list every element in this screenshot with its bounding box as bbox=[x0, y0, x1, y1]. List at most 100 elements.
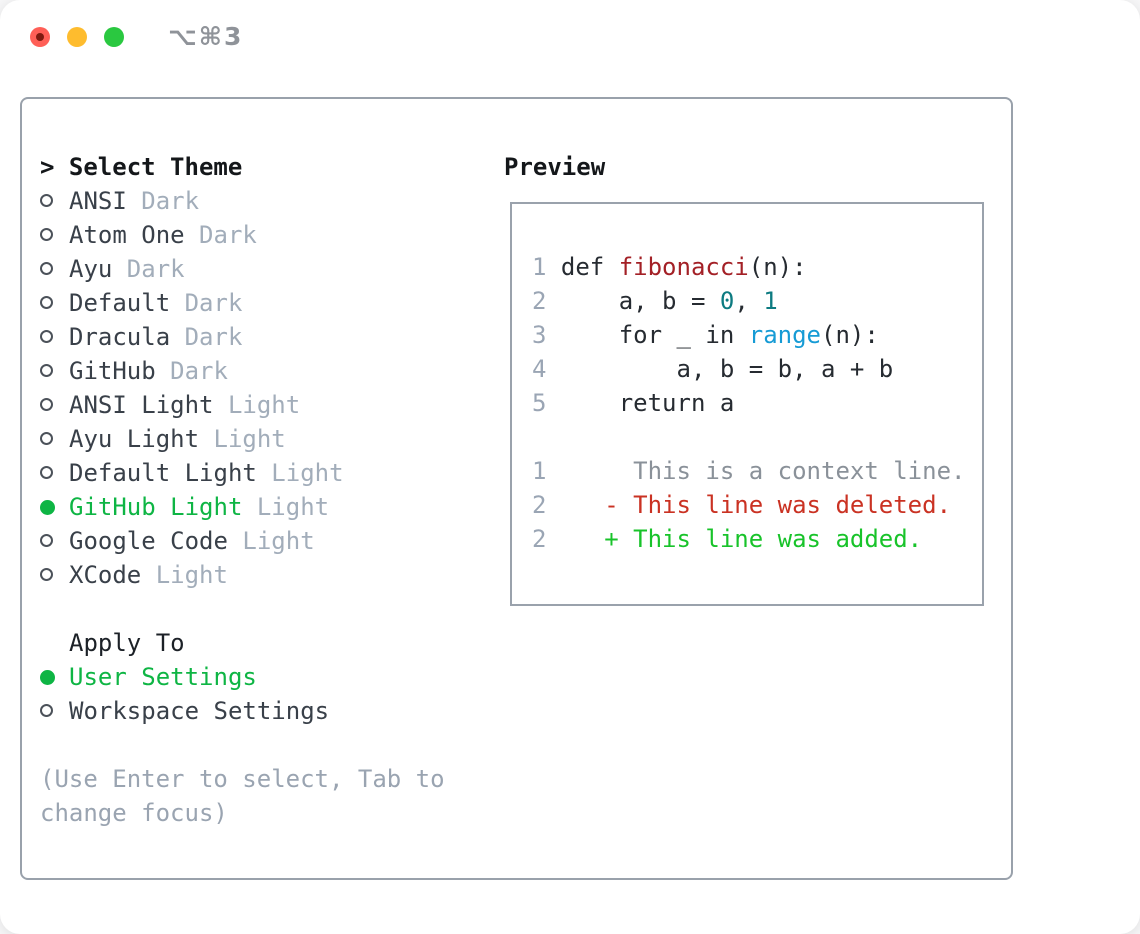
theme-option[interactable]: GitHub Light Light bbox=[40, 490, 344, 524]
titlebar: ⌥⌘3 bbox=[0, 0, 1140, 74]
radio-icon bbox=[40, 286, 69, 320]
option-label: Google Code bbox=[69, 527, 243, 555]
hint-line-1: (Use Enter to select, Tab to bbox=[40, 765, 445, 793]
code-line: 1 def fibonacci(n): bbox=[532, 250, 965, 284]
option-label: Light bbox=[271, 459, 344, 487]
select-theme-header: > Select Theme bbox=[40, 153, 243, 181]
code-segment-ln: 1 bbox=[532, 253, 561, 281]
option-label: Dark bbox=[170, 357, 228, 385]
option-label: ANSI bbox=[69, 187, 142, 215]
code-line: 5 return a bbox=[532, 386, 965, 420]
code-line: 4 a, b = b, a + b bbox=[532, 352, 965, 386]
theme-option[interactable]: Google Code Light bbox=[40, 524, 344, 558]
option-label: GitHub bbox=[69, 357, 171, 385]
option-label: Workspace Settings bbox=[69, 697, 330, 725]
option-label: GitHub Light bbox=[69, 493, 257, 521]
code-segment-code bbox=[546, 491, 604, 519]
apply-to-header: Apply To bbox=[40, 626, 329, 660]
apply-to-option[interactable]: User Settings bbox=[40, 660, 329, 694]
code-segment-ln: 4 bbox=[532, 355, 561, 383]
diff-line: 2 - This line was deleted. bbox=[532, 488, 965, 522]
radio-icon bbox=[40, 422, 69, 456]
option-label: Ayu Light bbox=[69, 425, 214, 453]
code-segment-code: (n): bbox=[821, 321, 879, 349]
option-label: Ayu bbox=[69, 255, 127, 283]
code-segment-num: 1 bbox=[763, 287, 778, 315]
radio-icon bbox=[40, 252, 69, 286]
code-segment-ln: 3 bbox=[532, 321, 561, 349]
option-label: Dracula bbox=[69, 323, 185, 351]
hint-line-2: change focus) bbox=[40, 799, 228, 827]
code-segment-code: def bbox=[560, 253, 619, 281]
option-label: Light bbox=[242, 527, 315, 555]
option-label: Light bbox=[227, 391, 301, 419]
code-line: 2 a, b = 0, 1 bbox=[532, 284, 965, 318]
theme-option[interactable]: GitHub Dark bbox=[40, 354, 344, 388]
preview-header: Preview bbox=[504, 153, 606, 181]
option-label: Light bbox=[256, 493, 330, 521]
theme-option[interactable]: Atom One Dark bbox=[40, 218, 344, 252]
apply-to-option[interactable]: Workspace Settings bbox=[40, 694, 329, 728]
code-segment-ln: 1 bbox=[532, 457, 547, 485]
apply-header-indent bbox=[40, 626, 69, 660]
code-segment-fn: fibonacci bbox=[618, 253, 749, 281]
option-label: Dark bbox=[184, 323, 243, 351]
option-label: Dark bbox=[126, 255, 185, 283]
window-title: ⌥⌘3 bbox=[168, 22, 244, 51]
radio-icon bbox=[40, 694, 69, 728]
option-label: Light bbox=[213, 425, 286, 453]
option-label: Dark bbox=[141, 187, 200, 215]
code-segment-ln: 2 bbox=[532, 491, 547, 519]
selected-radio-icon bbox=[40, 490, 69, 524]
code-segment-code: , bbox=[734, 287, 764, 315]
keyboard-hint: (Use Enter to select, Tab to change focu… bbox=[40, 762, 445, 830]
code-segment-code: a, b = b, a + b bbox=[560, 355, 894, 383]
close-button[interactable] bbox=[30, 27, 50, 47]
code-segment-code: a, b = bbox=[560, 287, 720, 315]
option-label: Dark bbox=[184, 289, 243, 317]
code-segment-add: + This line was added. bbox=[604, 525, 923, 553]
diff-line: 2 + This line was added. bbox=[532, 522, 965, 556]
option-label: XCode bbox=[69, 561, 156, 589]
diff-line: 1 This is a context line. bbox=[532, 454, 965, 488]
option-label: ANSI Light bbox=[69, 391, 228, 419]
code-segment-ln: 2 bbox=[532, 287, 561, 315]
radio-icon bbox=[40, 558, 69, 592]
theme-option[interactable]: XCode Light bbox=[40, 558, 344, 592]
minimize-button[interactable] bbox=[67, 27, 87, 47]
code-segment-del: - This line was deleted. bbox=[604, 491, 952, 519]
blank-line bbox=[532, 420, 965, 454]
theme-option[interactable]: ANSI Light Light bbox=[40, 388, 344, 422]
radio-icon bbox=[40, 218, 69, 252]
radio-icon bbox=[40, 456, 69, 490]
theme-option[interactable]: Default Dark bbox=[40, 286, 344, 320]
option-label: Light bbox=[155, 561, 228, 589]
theme-option[interactable]: ANSI Dark bbox=[40, 184, 344, 218]
radio-icon bbox=[40, 184, 69, 218]
code-segment-num: 0 bbox=[719, 287, 735, 315]
option-label: Dark bbox=[199, 221, 257, 249]
code-segment-code bbox=[546, 525, 604, 553]
theme-option[interactable]: Ayu Light Light bbox=[40, 422, 344, 456]
code-segment-ln: 2 bbox=[532, 525, 547, 553]
theme-option[interactable]: Ayu Dark bbox=[40, 252, 344, 286]
apply-to-header-label: Apply To bbox=[69, 629, 185, 657]
option-label: Default bbox=[69, 289, 185, 317]
radio-icon bbox=[40, 354, 69, 388]
zoom-button[interactable] bbox=[104, 27, 124, 47]
radio-icon bbox=[40, 388, 69, 422]
option-label: Atom One bbox=[69, 221, 200, 249]
code-line: 3 for _ in range(n): bbox=[532, 318, 965, 352]
option-label: Default Light bbox=[69, 459, 272, 487]
theme-option[interactable]: Dracula Dark bbox=[40, 320, 344, 354]
radio-icon bbox=[40, 524, 69, 558]
radio-icon bbox=[40, 320, 69, 354]
theme-option[interactable]: Default Light Light bbox=[40, 456, 344, 490]
selected-radio-icon bbox=[40, 660, 69, 694]
